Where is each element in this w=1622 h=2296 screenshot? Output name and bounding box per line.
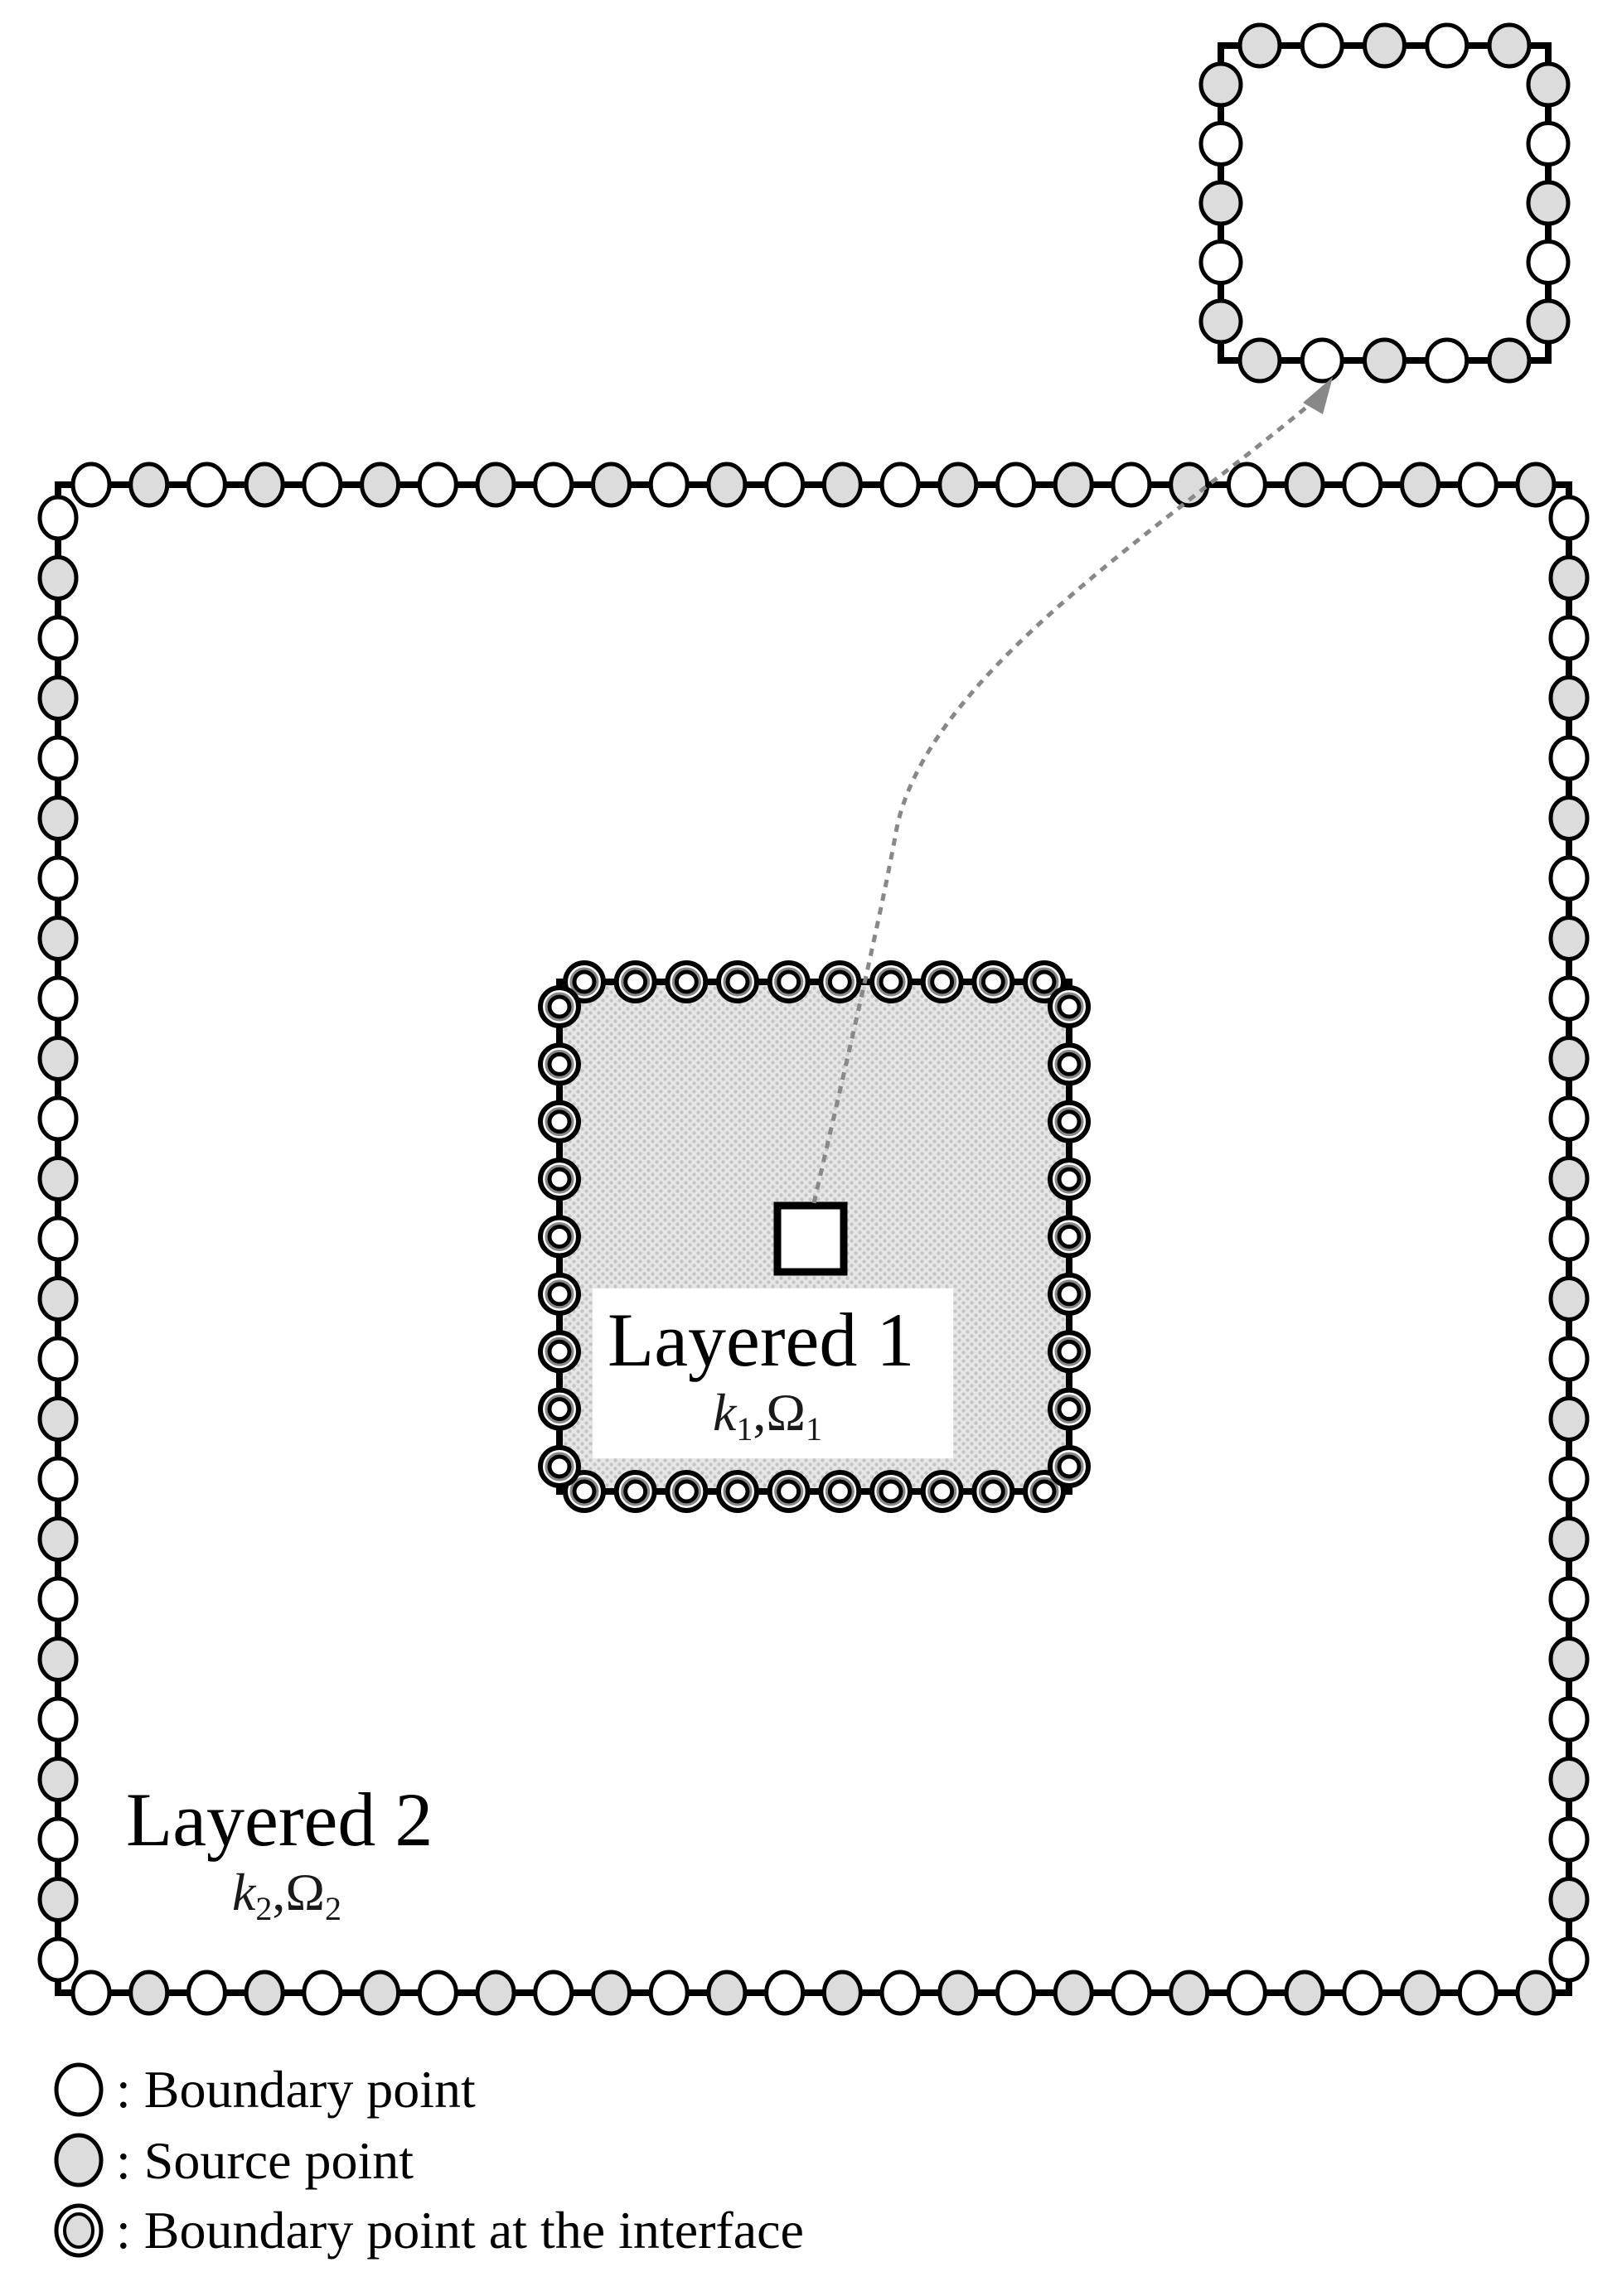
layered-1-label-box: Layered 1 k1,Ω1 [593,1288,953,1458]
separator: , [753,1383,767,1442]
outer-boundary-layered-2 [37,462,1590,2016]
legend-boundary-point: : Boundary point [116,2060,476,2119]
evaluation-point-square [773,1201,848,1276]
omega-subscript: 1 [805,1410,822,1448]
omega-subscript: 2 [324,1890,341,1927]
dashed-connector-arrow [811,396,1319,1204]
k-subscript: 2 [255,1890,273,1927]
source-point-icon [54,2133,104,2187]
k-symbol: k [713,1383,737,1442]
layered-2-title: Layered 2 [126,1777,433,1862]
arrowhead-icon [1303,377,1333,414]
layered-1-title: Layered 1 [608,1298,915,1382]
interface-point-icon [54,2203,104,2258]
omega-symbol: Ω [766,1383,806,1442]
boundary-point-icon [54,2062,104,2117]
layered-2-label-box: Layered 2 k2,Ω2 [116,1773,464,1939]
omega-symbol: Ω [285,1863,325,1921]
legend-icons [54,2062,104,2258]
separator: , [272,1863,286,1921]
legend-source-point: : Source point [116,2131,414,2190]
legend-interface-point: : Boundary point at the interface [116,2201,804,2260]
layered-1-params: k1,Ω1 [713,1386,822,1446]
k-symbol: k [232,1863,256,1921]
k-subscript: 1 [736,1410,753,1448]
layered-2-params: k2,Ω2 [232,1866,341,1926]
inset-zoom-boundary [1198,22,1571,384]
